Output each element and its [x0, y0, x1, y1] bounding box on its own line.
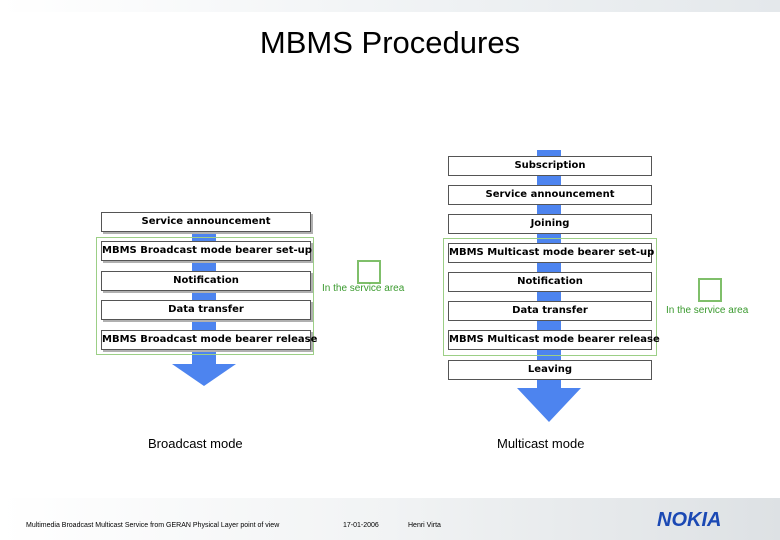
footer-band	[0, 498, 780, 540]
broadcast-step-service-announcement: Service announcement	[101, 212, 311, 232]
footer-date: 17-01-2006	[343, 522, 379, 529]
multicast-step-notification: Notification	[448, 272, 652, 292]
multicast-step-service-announcement: Service announcement	[448, 185, 652, 205]
broadcast-flow-arrow	[172, 212, 236, 386]
slide-title: MBMS Procedures	[259, 25, 521, 60]
broadcast-service-area-group	[96, 237, 314, 355]
multicast-legend-swatch	[698, 278, 722, 302]
top-band	[0, 0, 780, 12]
nokia-logo: NOKIA	[657, 509, 722, 531]
broadcast-step-data-transfer: Data transfer	[101, 300, 311, 320]
broadcast-step-notification: Notification	[101, 271, 311, 291]
multicast-step-subscription: Subscription	[448, 156, 652, 176]
multicast-step-joining: Joining	[448, 214, 652, 234]
broadcast-step-bearer-release: MBMS Broadcast mode bearer release	[101, 330, 317, 350]
multicast-step-bearer-setup: MBMS Multicast mode bearer set-up	[448, 243, 654, 263]
footer-author: Henri Virta	[408, 522, 441, 529]
multicast-step-bearer-release: MBMS Multicast mode bearer release	[448, 330, 660, 350]
broadcast-mode-label: Broadcast mode	[148, 436, 243, 451]
footer-subject: Multimedia Broadcast Multicast Service f…	[26, 522, 280, 529]
broadcast-step-bearer-setup: MBMS Broadcast mode bearer set-up	[101, 241, 312, 261]
multicast-service-area-group	[443, 238, 657, 356]
multicast-step-leaving: Leaving	[448, 360, 652, 380]
multicast-legend-label: In the service area	[666, 305, 749, 316]
multicast-step-data-transfer: Data transfer	[448, 301, 652, 321]
multicast-mode-label: Multicast mode	[497, 436, 585, 451]
broadcast-legend-swatch	[357, 260, 381, 284]
broadcast-legend-label: In the service area	[322, 283, 405, 294]
